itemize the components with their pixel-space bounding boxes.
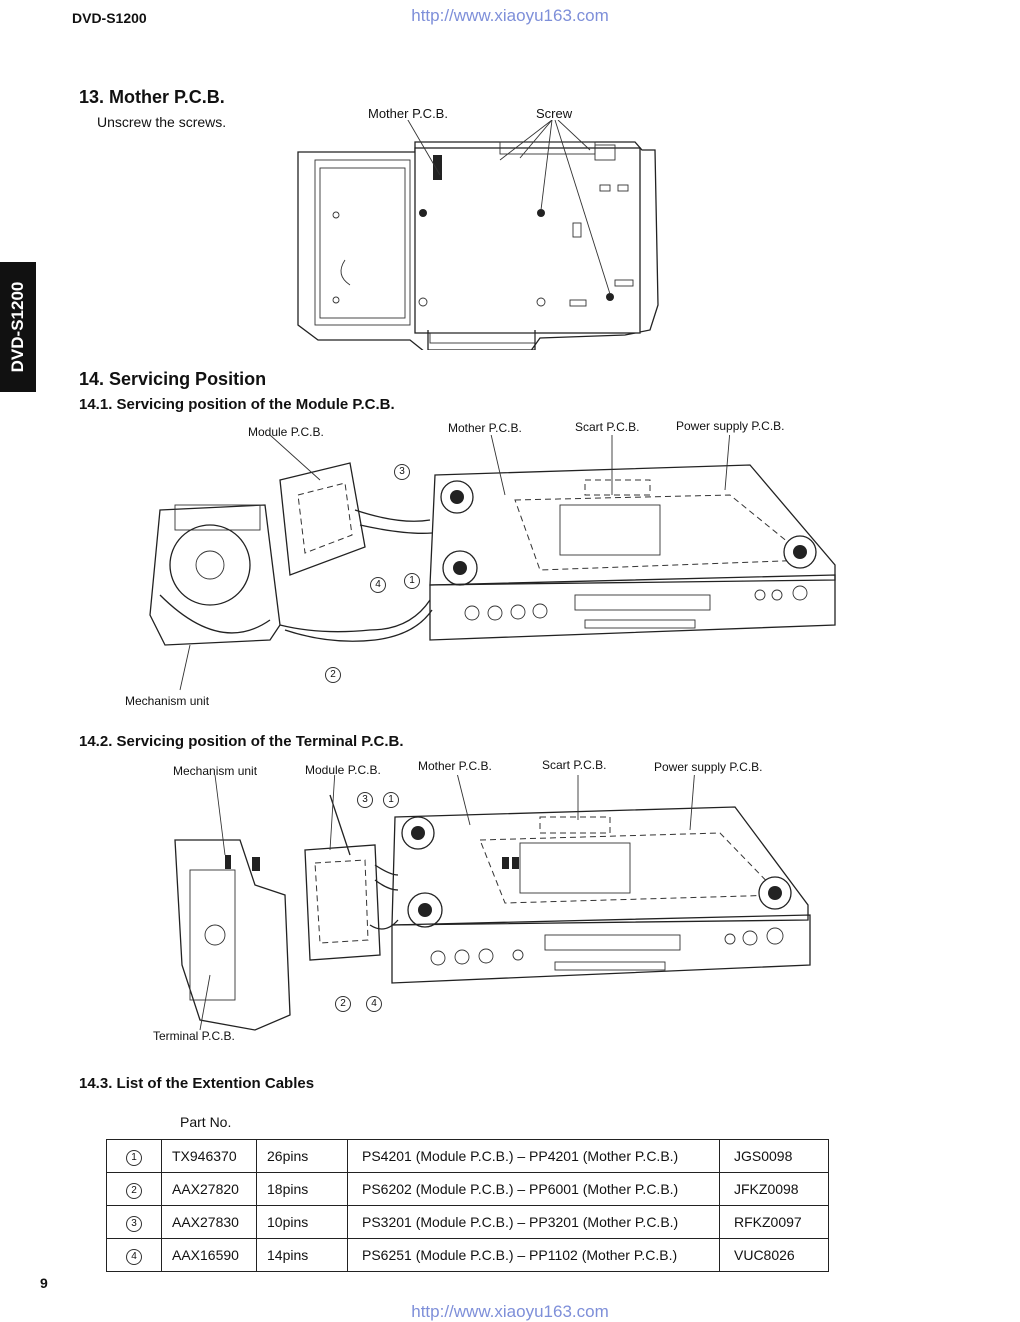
side-tab-label: DVD-S1200 xyxy=(8,281,27,373)
part-number-cell: AAX16590 xyxy=(161,1238,257,1272)
terminal-pcb-servicing-diagram xyxy=(174,775,811,1031)
page-number: 9 xyxy=(40,1275,48,1291)
side-tab: DVD-S1200 xyxy=(0,262,36,392)
section-14-2-title: 14.2. Servicing position of the Terminal… xyxy=(79,733,404,750)
footer-url-link[interactable]: http://www.xiaoyu163.com xyxy=(411,1302,609,1321)
label-mechanism-2: Mechanism unit xyxy=(173,764,258,778)
cable-marker-1-b: 1 xyxy=(383,792,399,808)
label-screw: Screw xyxy=(536,106,573,121)
section-14-1-title: 14.1. Servicing position of the Module P… xyxy=(79,396,395,413)
section-13-title: 13. Mother P.C.B. xyxy=(79,87,225,107)
label-mother-pcb-2: Mother P.C.B. xyxy=(418,759,492,773)
label-scart-pcb-1: Scart P.C.B. xyxy=(575,420,640,434)
table-row: 3 AAX27830 10pins PS3201 (Module P.C.B.)… xyxy=(106,1205,829,1239)
connection-cell: PS4201 (Module P.C.B.) – PP4201 (Mother … xyxy=(347,1139,720,1173)
cable-marker-4-b: 4 xyxy=(366,996,382,1012)
pins-cell: 14pins xyxy=(256,1238,348,1272)
code-cell: VUC8026 xyxy=(719,1238,829,1272)
row-number-cell: 3 xyxy=(106,1205,162,1239)
code-cell: JGS0098 xyxy=(719,1139,829,1173)
label-scart-pcb-2: Scart P.C.B. xyxy=(542,758,607,772)
label-power-pcb-1: Power supply P.C.B. xyxy=(676,419,785,433)
label-module-pcb-1: Module P.C.B. xyxy=(248,425,324,439)
label-mechanism-1: Mechanism unit xyxy=(125,694,210,708)
row-number-cell: 4 xyxy=(106,1238,162,1272)
section-14-3-title: 14.3. List of the Extention Cables xyxy=(79,1075,315,1092)
connection-cell: PS6202 (Module P.C.B.) – PP6001 (Mother … xyxy=(347,1172,720,1206)
row-number-cell: 2 xyxy=(106,1172,162,1206)
label-mother-pcb-1: Mother P.C.B. xyxy=(448,421,522,435)
pins-cell: 18pins xyxy=(256,1172,348,1206)
pins-cell: 10pins xyxy=(256,1205,348,1239)
row-number-cell: 1 xyxy=(106,1139,162,1173)
cable-marker-2-b: 2 xyxy=(335,996,351,1012)
code-cell: JFKZ0098 xyxy=(719,1172,829,1206)
pins-cell: 26pins xyxy=(256,1139,348,1173)
cable-marker-4: 4 xyxy=(370,577,386,593)
table-row: 2 AAX27820 18pins PS6202 (Module P.C.B.)… xyxy=(106,1172,829,1206)
mother-pcb-diagram xyxy=(297,120,659,350)
table-row: 4 AAX16590 14pins PS6251 (Module P.C.B.)… xyxy=(106,1238,829,1272)
part-number-cell: TX946370 xyxy=(161,1139,257,1173)
connection-cell: PS3201 (Module P.C.B.) – PP3201 (Mother … xyxy=(347,1205,720,1239)
module-pcb-servicing-diagram xyxy=(149,435,836,691)
part-number-cell: AAX27830 xyxy=(161,1205,257,1239)
section-13-instruction: Unscrew the screws. xyxy=(97,114,227,130)
row-number: 3 xyxy=(126,1215,142,1232)
part-no-header: Part No. xyxy=(180,1114,232,1130)
label-mother-pcb: Mother P.C.B. xyxy=(368,106,448,121)
connection-cell: PS6251 (Module P.C.B.) – PP1102 (Mother … xyxy=(347,1238,720,1272)
row-number: 1 xyxy=(126,1149,142,1166)
label-power-pcb-2: Power supply P.C.B. xyxy=(654,760,763,774)
row-number: 4 xyxy=(126,1248,142,1265)
table-row: 1 TX946370 26pins PS4201 (Module P.C.B.)… xyxy=(106,1139,829,1173)
header-model: DVD-S1200 xyxy=(72,10,147,26)
cable-marker-3-b: 3 xyxy=(357,792,373,808)
section-14-title: 14. Servicing Position xyxy=(79,369,267,389)
cable-marker-1: 1 xyxy=(404,573,420,589)
cable-marker-3: 3 xyxy=(394,464,410,480)
part-number-cell: AAX27820 xyxy=(161,1172,257,1206)
header-url-link[interactable]: http://www.xiaoyu163.com xyxy=(411,6,609,25)
label-terminal-pcb: Terminal P.C.B. xyxy=(153,1029,235,1043)
code-cell: RFKZ0097 xyxy=(719,1205,829,1239)
row-number: 2 xyxy=(126,1182,142,1199)
cable-marker-2: 2 xyxy=(325,667,341,683)
label-module-pcb-2: Module P.C.B. xyxy=(305,763,381,777)
extension-cables-table: 1 TX946370 26pins PS4201 (Module P.C.B.)… xyxy=(106,1139,829,1272)
